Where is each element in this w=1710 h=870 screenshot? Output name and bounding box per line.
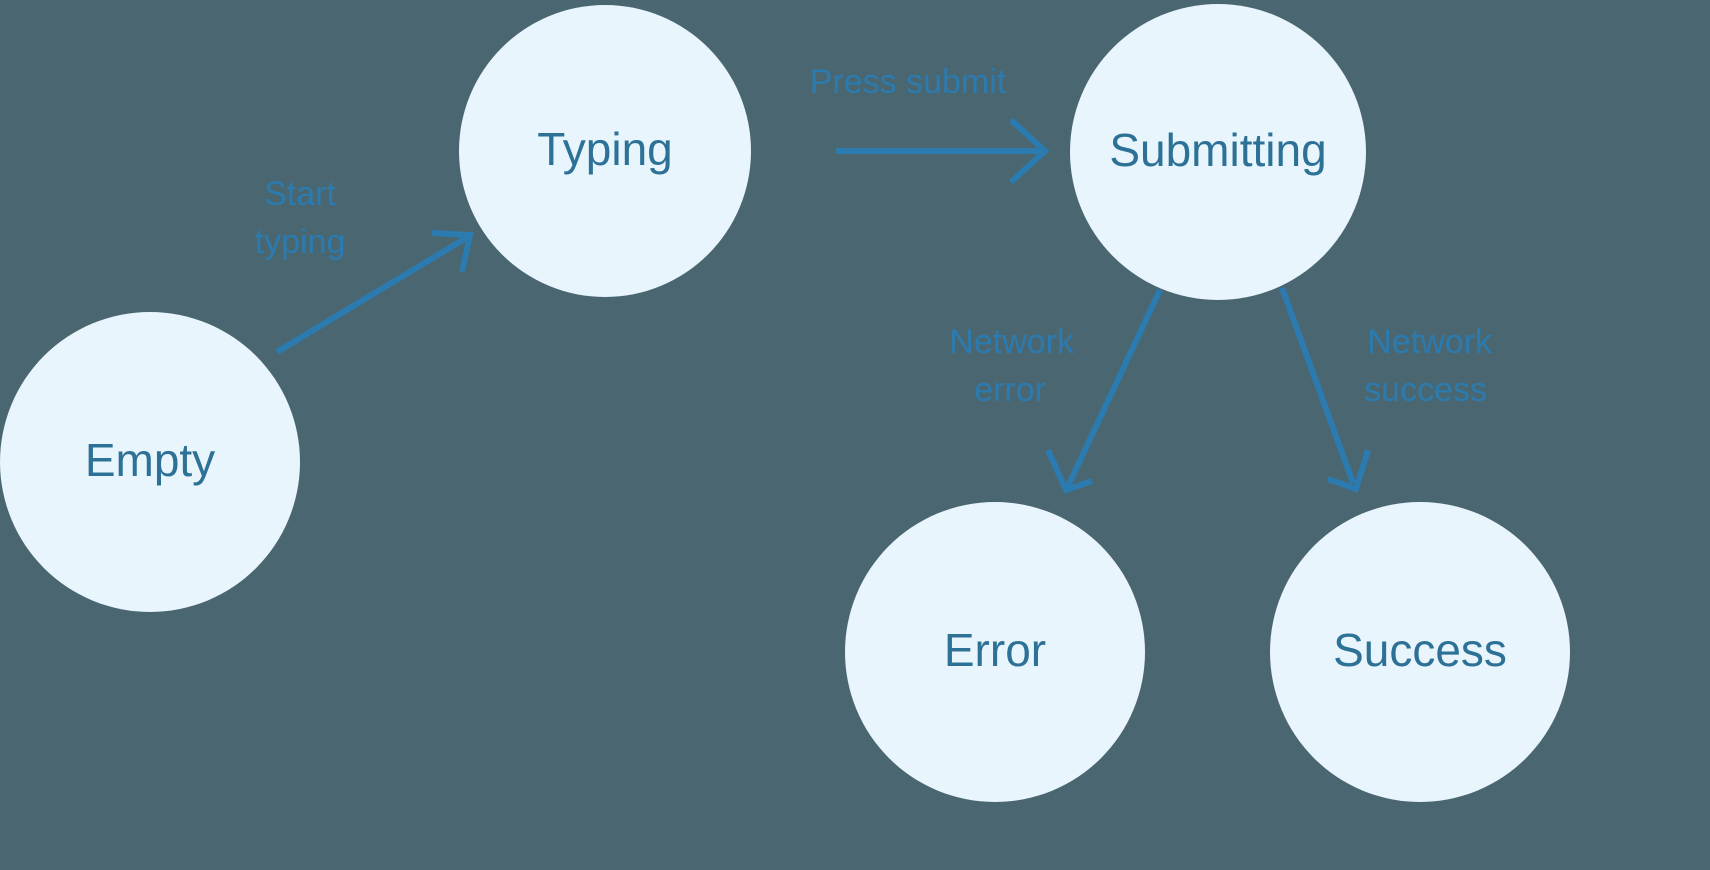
edge-label-line: success [1364,371,1487,409]
state-label-error: Error [944,624,1046,676]
state-node-empty[interactable]: Empty [0,312,300,612]
state-circle-submitting[interactable] [1070,4,1366,300]
arrowhead-submitting-to-success [1326,449,1371,493]
state-node-typing[interactable]: Typing [459,5,751,297]
state-node-error[interactable]: Error [845,502,1145,802]
state-label-empty: Empty [85,434,215,486]
edge-label-typing-to-submitting: Press submit [810,63,1007,101]
state-node-success[interactable]: Success [1270,502,1570,802]
edge-label-line: Press submit [810,63,1007,101]
edge-line-submitting-to-error [1065,288,1163,488]
state-node-submitting[interactable]: Submitting [1070,4,1366,300]
state-label-success: Success [1333,624,1507,676]
edge-line-submitting-to-success [1279,286,1356,485]
state-label-submitting: Submitting [1109,124,1326,176]
state-circle-error[interactable] [845,502,1145,802]
arrowhead-submitting-to-error [1045,448,1093,494]
edge-typing-to-submitting [836,117,1050,185]
edge-label-line: Start [264,175,336,213]
state-circle-typing[interactable] [459,5,751,297]
edge-label-line: Network [1367,323,1493,361]
edge-label-line: typing [255,223,346,261]
edge-submitting-to-error [1045,288,1163,494]
edge-label-submitting-to-error: Network error [949,323,1075,409]
edge-label-empty-to-typing: Start typing [255,175,346,261]
arrowhead-empty-to-typing [431,230,474,273]
state-label-typing: Typing [537,123,673,175]
edge-line-empty-to-typing [275,235,468,355]
state-circle-empty[interactable] [0,312,300,612]
state-circle-success[interactable] [1270,502,1570,802]
edge-label-submitting-to-success: Network success [1364,323,1493,409]
edge-label-line: Network [949,323,1075,361]
edge-submitting-to-success [1279,286,1371,493]
edge-empty-to-typing [275,230,474,355]
arrowhead-typing-to-submitting [1008,117,1050,185]
edge-label-line: error [974,371,1046,409]
